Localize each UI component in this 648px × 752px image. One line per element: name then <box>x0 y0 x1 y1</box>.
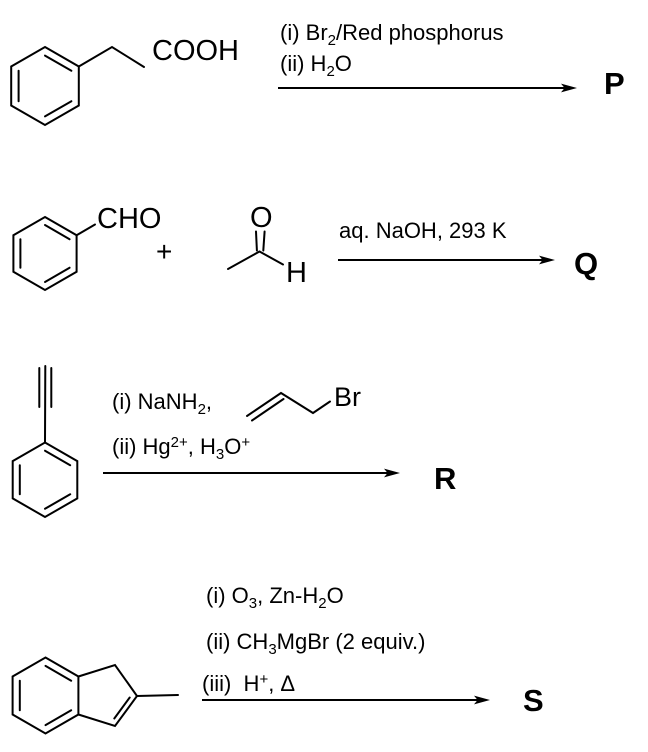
allyl-bonds <box>246 391 331 422</box>
reagent-text-part: O <box>224 434 242 459</box>
cyclopentene-ring <box>77 663 139 728</box>
reagent-text-part: , Zn-H <box>257 583 319 608</box>
reagent-text-part: 2 <box>326 63 335 80</box>
reagent-text-part: 2+ <box>170 434 188 451</box>
atom-label-cho: CHO <box>97 203 161 235</box>
molecule-benzaldehyde-and-acetaldehyde: CHO + O H <box>12 202 307 292</box>
reagent-text-part: + <box>241 434 251 451</box>
reagent-text-part: /Red phosphorus <box>336 20 504 45</box>
reagent-text-part: (ii) Hg <box>112 434 171 459</box>
reagent-text-part: , Δ <box>268 671 296 696</box>
atom-label-hydrogen: H <box>286 257 307 289</box>
reagent-text-part: (ii) H <box>280 51 327 76</box>
reagent-text-part: , <box>205 389 213 414</box>
reagent-text-part: MgBr (2 equiv.) <box>276 629 426 654</box>
reagent-line: aq. NaOH, 293 K <box>339 218 507 244</box>
reagent-text-part: 2 <box>318 595 327 612</box>
product-label-s: S <box>523 683 544 718</box>
reagent-line: (iii) H+, Δ <box>202 671 295 697</box>
molecule-phenylpropanoic-acid: COOH <box>10 35 239 127</box>
reagent-text-part: 3 <box>248 595 258 612</box>
reagent-line: (ii) H2O <box>280 51 352 80</box>
atom-label-oxygen: O <box>250 202 273 234</box>
molecule-phenylacetylene <box>11 365 79 519</box>
reagent-text-part: O <box>334 51 352 76</box>
atom-label-br: Br <box>334 382 361 412</box>
product-label-p: P <box>604 66 625 101</box>
methyl-bond <box>136 694 179 697</box>
reagent-text-part: (i) O <box>206 583 249 608</box>
reagent-text-part: 3 <box>268 641 277 658</box>
atom-label-cooh: COOH <box>152 35 239 67</box>
plus-sign: + <box>156 236 172 267</box>
reagent-text-part: 2 <box>327 32 336 49</box>
cho-bond <box>75 223 96 237</box>
alkyne-bonds <box>38 365 53 444</box>
benzene-ring <box>12 215 78 292</box>
reagent-line: (i) O3, Zn-H2O <box>206 583 344 612</box>
reaction-arrow <box>278 83 577 93</box>
reagent-text-part: O <box>326 583 344 608</box>
reaction-arrow <box>103 468 400 478</box>
reagent-text-part: 2 <box>197 401 206 418</box>
product-label-r: R <box>434 461 457 496</box>
reagent-text-part: (ii) CH <box>206 629 269 654</box>
reagent-line: (i) Br2/Red phosphorus <box>280 20 504 49</box>
benzene-ring <box>11 441 79 519</box>
benzene-ring <box>10 45 80 127</box>
reagent-line: (ii) CH3MgBr (2 equiv.) <box>206 629 425 658</box>
reagent-text-part: , H <box>187 434 216 459</box>
reaction-arrow <box>202 695 490 705</box>
reagent-text-part: aq. NaOH, 293 K <box>339 218 507 243</box>
reaction-arrow <box>338 255 555 265</box>
acetaldehyde-bonds <box>227 230 284 270</box>
benzene-ring <box>11 656 80 735</box>
reagent-text-part: 3 <box>215 446 225 463</box>
molecule-2-methylindene <box>11 656 179 735</box>
reagent-text-part: + <box>259 671 269 688</box>
alkyl-chain-bonds <box>77 45 145 68</box>
reagent-line: (i) NaNH2, <box>112 389 212 418</box>
reagent-text-part: (iii) H <box>202 671 260 696</box>
reagent-text-part: (i) Br <box>280 20 328 45</box>
product-label-q: Q <box>574 246 599 281</box>
molecule-allyl-bromide: Br <box>246 382 361 422</box>
reagent-text-part: (i) NaNH <box>112 389 198 414</box>
reagent-line: (ii) Hg2+, H3O+ <box>112 434 250 463</box>
